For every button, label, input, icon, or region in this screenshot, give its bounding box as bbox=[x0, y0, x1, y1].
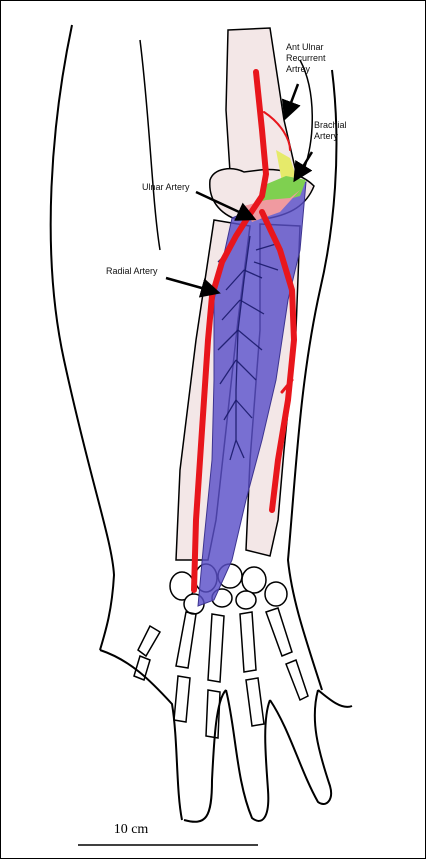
label-ant-ulnar-line-2: Recurrent bbox=[286, 53, 346, 64]
scale-bar-label: 10 cm bbox=[0, 822, 262, 838]
hand-bones bbox=[134, 608, 308, 738]
label-brachial-line-1: Brachial bbox=[314, 120, 364, 131]
arm-outline-right bbox=[288, 70, 336, 690]
label-ant-ulnar-recurrent: Ant Ulnar Recurrent Artrey bbox=[286, 42, 346, 75]
arm-outline-elbow-right bbox=[300, 60, 312, 175]
label-radial-artery: Radial Artery bbox=[106, 266, 158, 277]
brachial-arrow bbox=[296, 152, 312, 178]
label-brachial-line-2: Artery bbox=[314, 131, 364, 142]
hand-outline bbox=[100, 650, 352, 822]
ant-ulnar-arrow bbox=[286, 84, 298, 116]
label-brachial-artery: Brachial Artery bbox=[314, 120, 364, 142]
label-ant-ulnar-line-1: Ant Ulnar bbox=[286, 42, 346, 53]
carpal-bones bbox=[170, 564, 287, 614]
label-ulnar-artery: Ulnar Artery bbox=[142, 182, 190, 193]
arm-outline-elbow-left bbox=[140, 40, 160, 250]
label-ant-ulnar-line-3: Artrey bbox=[286, 64, 346, 75]
arm-outline-left bbox=[51, 25, 114, 650]
